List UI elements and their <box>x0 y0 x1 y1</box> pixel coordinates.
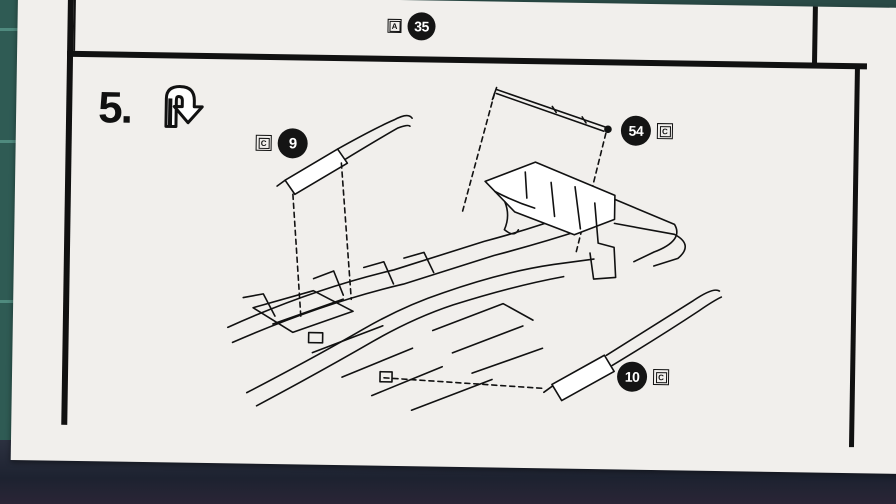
flip-arrow-icon <box>164 85 204 128</box>
frame-chassis-icon <box>226 86 723 412</box>
muffler-icon <box>543 289 723 402</box>
muffler-icon <box>276 114 413 196</box>
instruction-sheet: A 35 5. C 9 54 C 10 C <box>10 0 896 475</box>
